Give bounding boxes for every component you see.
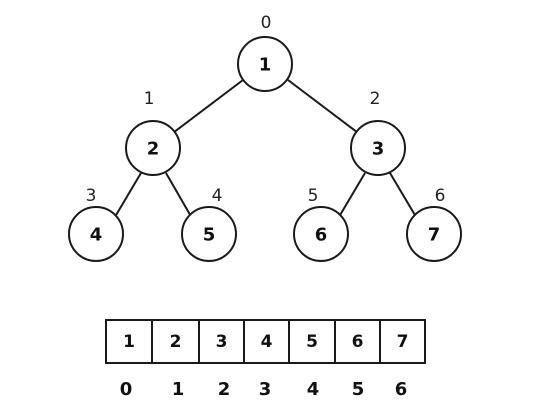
array-index-label: 3 (259, 379, 272, 400)
array-index-label: 1 (172, 379, 185, 400)
node-value: 3 (372, 139, 385, 160)
tree-node-2: 3 (350, 120, 406, 176)
array-cell: 4 (243, 319, 290, 364)
node-value: 7 (428, 225, 441, 246)
array-cell: 6 (334, 319, 381, 364)
array-index-label: 6 (395, 379, 408, 400)
node-index-label: 3 (86, 186, 97, 206)
array-cell-value: 4 (261, 332, 273, 352)
array-cell: 1 (105, 319, 153, 364)
array-cell-value: 5 (306, 332, 318, 352)
node-index-label: 5 (308, 186, 319, 206)
array-cell: 2 (151, 319, 200, 364)
node-index-label: 6 (435, 186, 446, 206)
tree-node-5: 6 (293, 206, 349, 262)
array-cell-value: 1 (123, 332, 135, 352)
tree-node-6: 7 (406, 206, 462, 262)
node-value: 6 (315, 225, 328, 246)
node-value: 4 (90, 225, 103, 246)
node-value: 2 (147, 139, 160, 160)
array-cell-value: 3 (216, 332, 228, 352)
array-cell: 7 (379, 319, 426, 364)
node-value: 5 (203, 225, 216, 246)
node-index-label: 1 (144, 89, 155, 109)
node-index-label: 4 (212, 186, 223, 206)
array-cell-value: 6 (352, 332, 364, 352)
tree-node-3: 4 (68, 206, 124, 262)
array-cell-value: 7 (397, 332, 409, 352)
array-index-label: 0 (120, 379, 133, 400)
array-cell-value: 2 (170, 332, 182, 352)
tree-node-4: 5 (181, 206, 237, 262)
tree-node-0: 1 (237, 36, 293, 92)
array-cell: 3 (198, 319, 245, 364)
node-value: 1 (259, 55, 272, 76)
array-index-label: 2 (218, 379, 231, 400)
node-index-label: 2 (370, 89, 381, 109)
array-index-label: 5 (352, 379, 365, 400)
array-index-label: 4 (307, 379, 320, 400)
node-index-label: 0 (261, 13, 272, 33)
array-cell: 5 (288, 319, 336, 364)
tree-node-1: 2 (125, 120, 181, 176)
